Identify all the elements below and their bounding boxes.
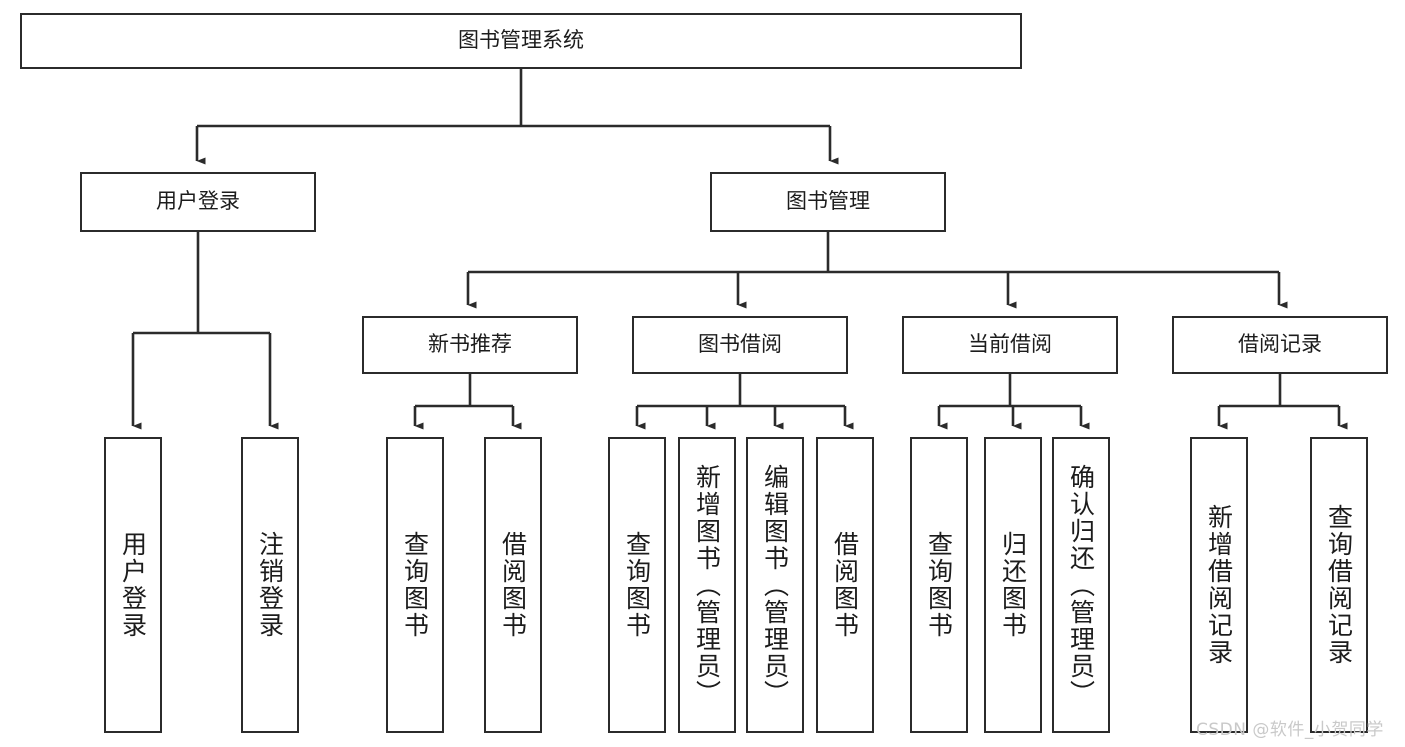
node-label: 用户登录 <box>118 531 148 639</box>
node-level3-2[interactable]: 当前借阅 <box>902 316 1118 374</box>
node-label: 借阅图书 <box>830 531 860 639</box>
node-label: 查询图书 <box>400 531 430 639</box>
node-label: 注销登录 <box>255 531 285 639</box>
node-label: 用户登录 <box>156 189 240 214</box>
node-level3-1[interactable]: 图书借阅 <box>632 316 848 374</box>
node-label: 图书管理系统 <box>458 28 584 53</box>
node-leaf-0[interactable]: 用户登录 <box>104 437 162 733</box>
node-label: 归还图书 <box>998 531 1028 639</box>
node-label: 图书管理 <box>786 189 870 214</box>
node-label: 查询图书 <box>924 531 954 639</box>
node-leaf-2[interactable]: 查询图书 <box>386 437 444 733</box>
csdn-watermark: CSDN @软件_小贺同学 <box>1196 720 1384 740</box>
node-leaf-11[interactable]: 新增借阅记录 <box>1190 437 1248 733</box>
node-level2-0[interactable]: 用户登录 <box>80 172 316 232</box>
node-label: 新增图书（管理员） <box>692 463 722 707</box>
node-level2-1[interactable]: 图书管理 <box>710 172 946 232</box>
node-leaf-5[interactable]: 新增图书（管理员） <box>678 437 736 733</box>
node-label: 查询图书 <box>622 531 652 639</box>
node-leaf-4[interactable]: 查询图书 <box>608 437 666 733</box>
node-label: 确认归还（管理员） <box>1066 463 1096 707</box>
node-level3-3[interactable]: 借阅记录 <box>1172 316 1388 374</box>
node-label: 新书推荐 <box>428 332 512 357</box>
node-label: 借阅图书 <box>498 531 528 639</box>
node-label: 当前借阅 <box>968 332 1052 357</box>
node-leaf-12[interactable]: 查询借阅记录 <box>1310 437 1368 733</box>
node-leaf-3[interactable]: 借阅图书 <box>484 437 542 733</box>
node-label: 图书借阅 <box>698 332 782 357</box>
node-label: 借阅记录 <box>1238 332 1322 357</box>
node-leaf-6[interactable]: 编辑图书（管理员） <box>746 437 804 733</box>
node-label: 编辑图书（管理员） <box>760 463 790 707</box>
node-root-system[interactable]: 图书管理系统 <box>20 13 1022 69</box>
node-label: 新增借阅记录 <box>1204 504 1234 666</box>
node-leaf-10[interactable]: 确认归还（管理员） <box>1052 437 1110 733</box>
node-label: 查询借阅记录 <box>1324 504 1354 666</box>
node-leaf-8[interactable]: 查询图书 <box>910 437 968 733</box>
node-leaf-9[interactable]: 归还图书 <box>984 437 1042 733</box>
node-level3-0[interactable]: 新书推荐 <box>362 316 578 374</box>
node-leaf-1[interactable]: 注销登录 <box>241 437 299 733</box>
node-leaf-7[interactable]: 借阅图书 <box>816 437 874 733</box>
